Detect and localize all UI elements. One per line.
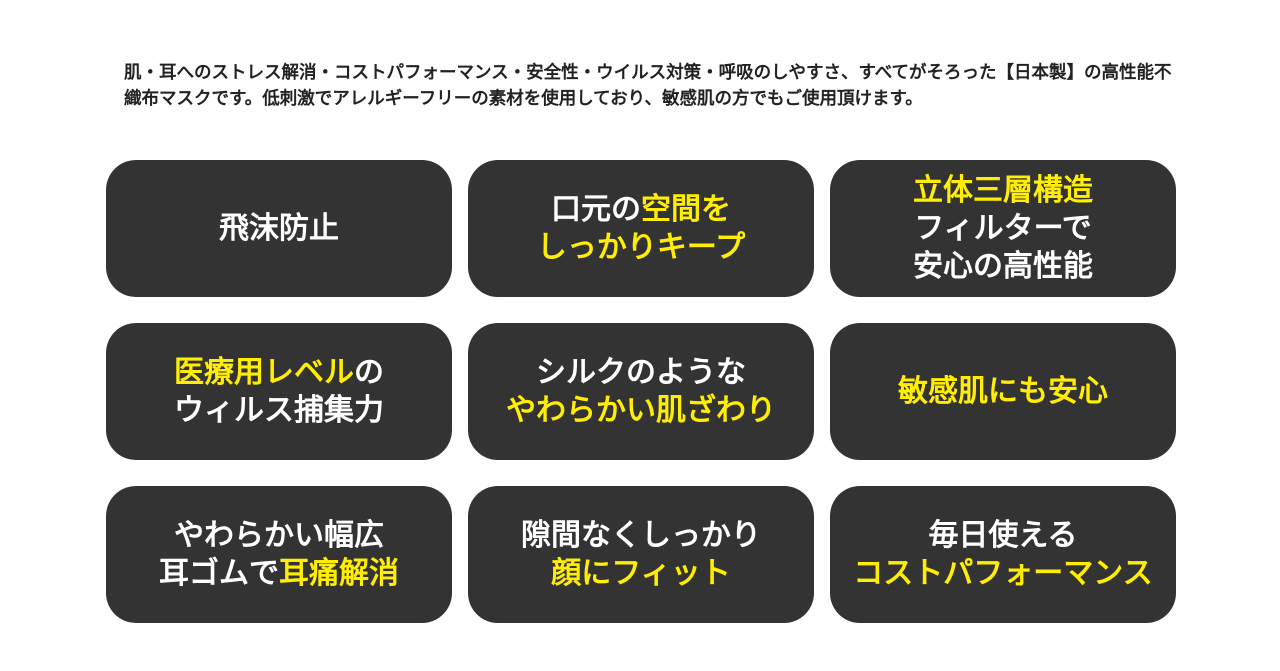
highlight-text: 空間を bbox=[641, 191, 731, 227]
highlight-text: 耳痛解消 bbox=[279, 555, 399, 591]
card-text-line: フィルターで bbox=[914, 210, 1092, 248]
card-text-line: 安心の高性能 bbox=[913, 248, 1093, 286]
highlight-text: 立体三層構造 bbox=[913, 172, 1093, 208]
card-text: の bbox=[354, 354, 384, 390]
card-text: フィルターで bbox=[914, 210, 1092, 246]
feature-grid: 飛沫防止 口元の空間をしっかりキープ 立体三層構造フィルターで安心の高性能 医療… bbox=[106, 160, 1176, 623]
highlight-text: 医療用レベル bbox=[174, 354, 354, 390]
card-text: やわらかい幅広 bbox=[174, 517, 384, 553]
highlight-text: 敏感肌にも安心 bbox=[898, 373, 1108, 409]
intro-paragraph: 肌・耳へのストレス解消・コストパフォーマンス・安全性・ウイルス対策・呼吸のしやす… bbox=[124, 63, 1172, 109]
card-text-line: 口元の空間を bbox=[551, 191, 731, 229]
highlight-text: しっかりキープ bbox=[536, 229, 746, 265]
highlight-text: 顔にフィット bbox=[551, 555, 731, 591]
card-text-line: やわらかい肌ざわり bbox=[506, 392, 776, 430]
card-text: 飛沫防止 bbox=[219, 210, 339, 246]
card-text-line: 耳ゴムで耳痛解消 bbox=[159, 555, 399, 593]
card-text-line: 立体三層構造 bbox=[913, 172, 1093, 210]
card-text-line: 顔にフィット bbox=[551, 555, 730, 593]
card-text-line: 敏感肌にも安心 bbox=[898, 373, 1108, 411]
highlight-text: やわらかい肌ざわり bbox=[506, 392, 776, 428]
highlight-text: コストパフォーマンス bbox=[853, 555, 1153, 591]
card-text-line: 飛沫防止 bbox=[219, 210, 339, 248]
feature-card-sensitive-skin: 敏感肌にも安心 bbox=[830, 323, 1176, 460]
feature-card-splash-protection: 飛沫防止 bbox=[106, 160, 452, 297]
card-text: ウィルス捕集力 bbox=[174, 392, 384, 428]
card-text-line: 医療用レベルの bbox=[174, 354, 384, 392]
card-text: シルクのような bbox=[536, 354, 746, 390]
card-text-line: 隙間なくしっかり bbox=[521, 517, 761, 555]
card-text-line: 毎日使える bbox=[928, 517, 1077, 555]
card-text: 口元の bbox=[551, 191, 641, 227]
feature-card-soft-ear-loops: やわらかい幅広耳ゴムで耳痛解消 bbox=[106, 486, 452, 623]
feature-card-cost-performance: 毎日使えるコストパフォーマンス bbox=[830, 486, 1176, 623]
feature-card-three-layer-filter: 立体三層構造フィルターで安心の高性能 bbox=[830, 160, 1176, 297]
card-text: 安心の高性能 bbox=[913, 248, 1093, 284]
card-text-line: やわらかい幅広 bbox=[174, 517, 384, 555]
feature-card-face-fit: 隙間なくしっかり顔にフィット bbox=[468, 486, 814, 623]
feature-card-silky-touch: シルクのようなやわらかい肌ざわり bbox=[468, 323, 814, 460]
card-text-line: ウィルス捕集力 bbox=[174, 392, 384, 430]
card-text: 耳ゴムで bbox=[159, 555, 279, 591]
card-text-line: しっかりキープ bbox=[537, 229, 745, 267]
card-text: 隙間なくしっかり bbox=[521, 517, 761, 553]
feature-card-mouth-space: 口元の空間をしっかりキープ bbox=[468, 160, 814, 297]
card-text: 毎日使える bbox=[928, 517, 1078, 553]
card-text-line: コストパフォーマンス bbox=[853, 555, 1152, 593]
feature-card-virus-filtration: 医療用レベルのウィルス捕集力 bbox=[106, 323, 452, 460]
card-text-line: シルクのような bbox=[536, 354, 746, 392]
